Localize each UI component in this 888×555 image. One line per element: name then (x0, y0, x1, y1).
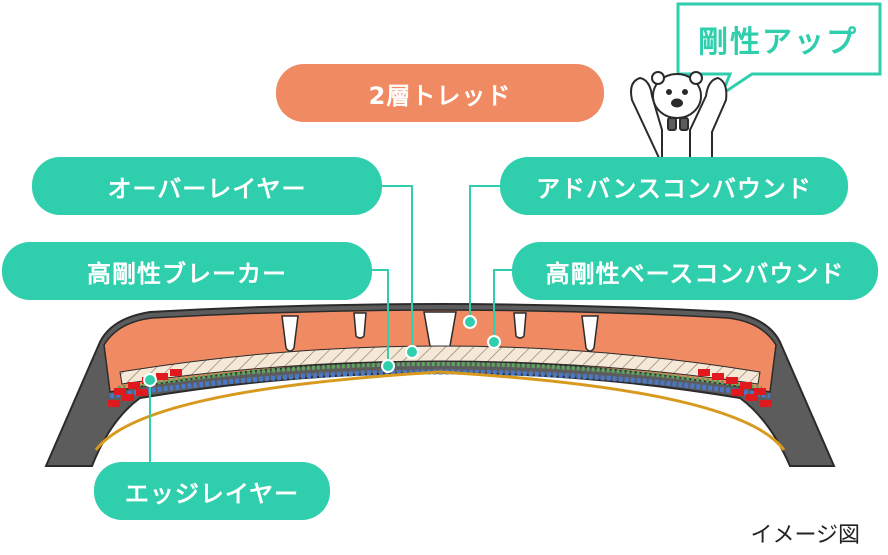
edge-blocks-right (698, 369, 772, 407)
label-two-layer-tread: 2層トレッド (276, 64, 604, 122)
label-edge-layer: エッジレイヤー (94, 462, 330, 520)
bubble-text: 剛性アップ (698, 25, 858, 60)
label-over-layer: オーバーレイヤー (32, 157, 382, 215)
label-high-rigidity-base-compound: 高剛性ベースコンバウンド (512, 242, 878, 300)
leader-lines (149, 185, 512, 462)
green-ply-line (117, 362, 763, 390)
image-caption: イメージ図 (750, 523, 860, 548)
polar-bear-icon (630, 71, 728, 161)
leader-dots (143, 315, 501, 387)
label-high-rigidity-breaker: 高剛性ブレーカー (2, 242, 372, 300)
label-advance-compound: アドバンスコンバウンド (500, 157, 848, 215)
speech-bubble (676, 2, 882, 98)
breaker-layer (119, 345, 761, 385)
